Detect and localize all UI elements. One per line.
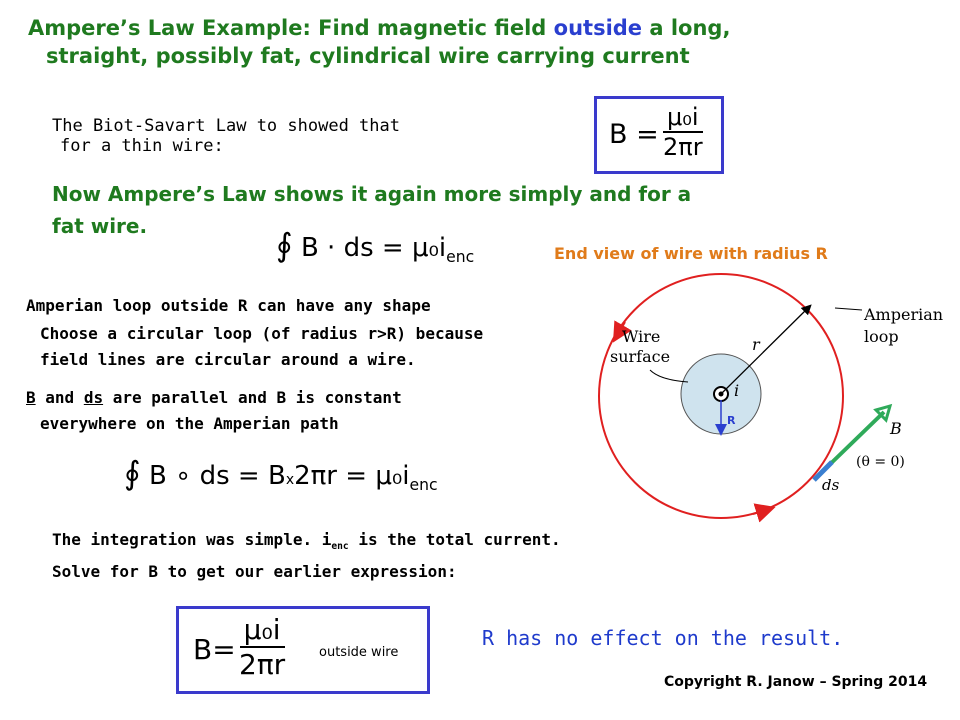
R-label: R (727, 414, 736, 427)
loop-text-line1: Amperian loop outside R can have any sha… (26, 296, 431, 315)
amperian-label-leader (834, 307, 863, 311)
wire-label-2: surface (610, 347, 670, 366)
ampere-rhs: μ₀i (411, 233, 447, 263)
biot-text-line1: The Biot-Savart Law to showed that (52, 116, 400, 136)
contour-integral-icon-2: ∮ (124, 454, 141, 492)
result-lhs: B= (193, 633, 236, 666)
i-label: i (734, 381, 739, 400)
r-label: r (752, 335, 761, 354)
slide-title-line1: Ampere’s Law Example: Find magnetic fiel… (28, 14, 730, 42)
loop-text-line5: everywhere on the Amperian path (40, 414, 339, 433)
ampere-note-line2: fat wire. (52, 214, 148, 238)
ds-vector-arrow-icon (812, 460, 834, 482)
title-text-b: a long, (642, 16, 731, 40)
wire-label-1: Wire (622, 327, 660, 346)
integration-line1: The integration was simple. ienc is the … (52, 530, 561, 552)
contour-integral-icon: ∮ (276, 226, 293, 264)
loop-arrow-top-icon (612, 320, 632, 343)
worked-eq1: = (237, 461, 260, 491)
ampere-equation: ∮ B · ds = μ₀ienc (276, 226, 474, 266)
radius-r-arrow-icon (720, 304, 812, 395)
title-highlight: outside (553, 16, 643, 40)
worked-mid: B (267, 461, 286, 491)
worked-rhs: μ₀i (375, 461, 410, 491)
thin-wire-fraction: μ₀i 2πr (663, 103, 703, 161)
integration-line2: Solve for B to get our earlier expressio… (52, 562, 457, 581)
b-vector-head-icon (873, 403, 893, 423)
integration-text-a: The integration was simple. i (52, 530, 332, 549)
result-fraction: μ₀i 2πr (239, 613, 285, 681)
worked-mid2: 2πr (294, 461, 337, 491)
loop-arrow-bottom-icon (752, 503, 776, 523)
thin-wire-denominator: 2πr (663, 133, 703, 161)
biot-text-line2: for a thin wire: (60, 136, 224, 156)
b-vector-arrow-icon (820, 410, 886, 474)
ampere-lhs: B · ds (300, 233, 374, 263)
loop-ds-underlined: ds (83, 388, 104, 407)
integration-sub: enc (331, 541, 349, 553)
result-numerator: μ₀i (239, 613, 285, 648)
loop-text-line3: field lines are circular around a wire. (40, 350, 416, 369)
worked-rhs-sub: enc (409, 476, 438, 495)
title-text-a: Ampere’s Law Example: Find magnetic fiel… (28, 16, 554, 40)
amperian-label-2: loop (864, 327, 899, 346)
worked-eq2: = (345, 461, 368, 491)
b-label: B (889, 419, 902, 438)
thin-wire-equation-box: B = μ₀i 2πr (594, 96, 724, 174)
wire-diagram: Wire surface Amperian loop r i R B (θ = … (598, 273, 943, 523)
loop-text-line2: Choose a circular loop (of radius r>R) b… (40, 324, 484, 343)
loop-b-underlined: B (26, 388, 36, 407)
copyright-text: Copyright R. Janow – Spring 2014 (664, 674, 928, 690)
loop-parallel-text: are parallel and B is constant (103, 388, 402, 407)
integration-text-b: is the total current. (348, 530, 561, 549)
worked-lhs: B ∘ ds (148, 461, 230, 491)
ds-label: ds (822, 476, 840, 494)
ampere-eq: = (381, 233, 404, 263)
result-denominator: 2πr (239, 648, 286, 681)
worked-equation: ∮ B ∘ ds = Bx2πr = μ₀ienc (124, 454, 438, 494)
ampere-note-line1: Now Ampere’s Law shows it again more sim… (52, 182, 692, 206)
thin-wire-numerator: μ₀i (663, 103, 703, 133)
loop-and: and (35, 388, 84, 407)
thin-wire-lhs: B = (609, 119, 659, 150)
conclusion-text: R has no effect on the result. (482, 626, 844, 650)
theta-label: (θ = 0) (856, 454, 905, 470)
result-note: outside wire (319, 645, 399, 660)
result-equation-box: B= μ₀i 2πr outside wire (176, 606, 430, 694)
worked-times: x (285, 472, 295, 488)
amperian-label-1: Amperian (863, 305, 943, 324)
diagram-caption: End view of wire with radius R (554, 244, 828, 263)
loop-text-line4: B and ds are parallel and B is constant (26, 388, 402, 407)
ampere-rhs-sub: enc (446, 248, 475, 267)
slide-title-line2: straight, possibly fat, cylindrical wire… (46, 44, 690, 68)
wire-label-leader (649, 369, 689, 383)
amperian-loop-circle (598, 273, 844, 519)
